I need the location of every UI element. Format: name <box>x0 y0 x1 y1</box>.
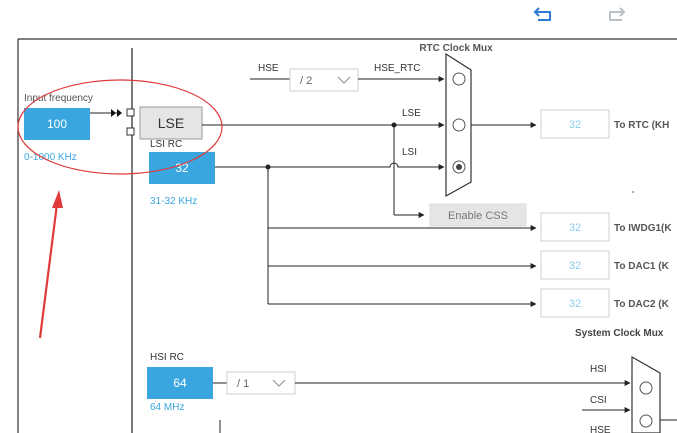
output-dac2-label: To DAC2 (K <box>614 299 670 310</box>
output-rtc-label: To RTC (KH <box>614 120 669 131</box>
hse-divider-value: / 2 <box>300 75 312 87</box>
system-clock-mux-title: System Clock Mux <box>575 328 664 339</box>
output-dac2-value: 32 <box>569 298 581 310</box>
output-iwdg1-label: To IWDG1(K <box>614 223 672 234</box>
rtc-mux-radio-hse[interactable] <box>452 72 466 86</box>
lsi-rc-field <box>149 152 215 184</box>
hsi-rc-field <box>147 367 213 399</box>
input-frequency-range: 0-1000 KHz <box>24 152 77 163</box>
lsi-rc-label: LSI RC <box>150 139 182 150</box>
annotation-arrow <box>38 190 63 339</box>
undo-icon <box>533 7 551 21</box>
hsi-rc-value: 64 <box>173 376 187 390</box>
highlight-ellipse <box>17 79 223 175</box>
hsi-divider-select[interactable]: / 1 <box>226 371 296 395</box>
undo-button[interactable] <box>533 7 551 21</box>
enable-css-label: Enable CSS <box>448 210 508 222</box>
hsi-rc-range: 64 MHz <box>150 402 184 413</box>
lse-block[interactable] <box>139 106 203 140</box>
hse-divider-select[interactable]: / 2 <box>289 68 359 92</box>
system-clock-mux <box>631 355 661 433</box>
sys-mux-radio-csi[interactable] <box>639 414 653 428</box>
output-dac1: 32 To DAC1 (K <box>540 250 670 280</box>
hse-label: HSE <box>258 63 279 74</box>
rtc-mux-radio-lse[interactable] <box>452 118 466 132</box>
lse-line-label: LSE <box>402 108 421 119</box>
output-iwdg1-value: 32 <box>569 222 581 234</box>
input-frequency-field[interactable] <box>24 108 90 140</box>
redo-button[interactable] <box>609 7 626 21</box>
sys-mux-hsi-label: HSI <box>590 364 607 375</box>
output-dac1-label: To DAC1 (K <box>614 261 670 272</box>
lsi-rc-range: 31-32 KHz <box>150 196 197 207</box>
output-dac2: 32 To DAC2 (K <box>540 288 670 318</box>
redo-icon <box>609 7 626 21</box>
sys-mux-hse-label: HSE <box>590 425 611 433</box>
sys-mux-radio-hsi[interactable] <box>639 381 653 395</box>
sys-mux-csi-label: CSI <box>590 395 607 406</box>
input-frequency-label: Input frequency <box>24 93 93 104</box>
chevron-down-icon <box>272 379 286 387</box>
output-rtc: 32 To RTC (KH <box>540 109 669 139</box>
hsi-rc-label: HSI RC <box>150 352 184 363</box>
enable-css-button[interactable]: Enable CSS <box>429 203 527 227</box>
chevron-down-icon <box>337 76 351 84</box>
lsi-rc-value: 32 <box>175 161 189 175</box>
lse-block-label: LSE <box>158 115 184 131</box>
hse-rtc-label: HSE_RTC <box>374 63 421 74</box>
output-dac1-value: 32 <box>569 260 581 272</box>
output-rtc-value: 32 <box>569 119 581 131</box>
output-iwdg1: 32 To IWDG1(K <box>540 212 672 242</box>
input-frequency-value: 100 <box>47 117 67 131</box>
rtc-mux-title: RTC Clock Mux <box>419 43 493 54</box>
lsi-line-label: LSI <box>402 147 417 158</box>
hsi-divider-value: / 1 <box>237 378 249 390</box>
